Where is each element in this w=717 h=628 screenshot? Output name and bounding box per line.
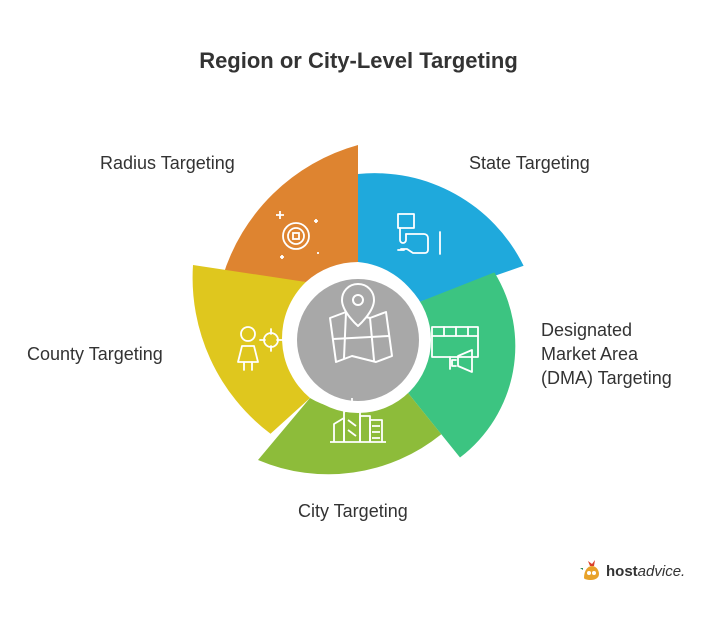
label-dma-line-1: Designated [541, 320, 633, 340]
segment-county [192, 265, 310, 434]
logo-bold: host [606, 562, 638, 580]
segment-dma [404, 272, 516, 458]
label-state-targeting: State Targeting [469, 153, 590, 173]
hostadvice-logo-icon [580, 560, 599, 580]
label-dma-line-2: Market Area [541, 344, 639, 364]
person-target-icon [237, 326, 283, 371]
city-buildings-icon [330, 398, 386, 443]
logo-rest: advice. [637, 562, 686, 580]
target-icon [276, 211, 319, 259]
segment-radius [222, 145, 358, 282]
map-pin-icon [329, 283, 393, 363]
label-dma-line-3: (DMA) Targeting [541, 368, 672, 388]
hand-pointer-icon [397, 213, 441, 255]
label-county-targeting: County Targeting [27, 344, 163, 364]
label-dma-targeting: Designated Market Area (DMA) Targeting [541, 318, 672, 390]
diagram-title: Region or City-Level Targeting [199, 48, 518, 73]
hostadvice-logo-text: hostadvice. [606, 563, 685, 580]
label-city-targeting: City Targeting [298, 501, 408, 521]
hostadvice-logo: hostadvice. [580, 559, 685, 583]
billboard-megaphone-icon [431, 326, 479, 373]
center-circle [297, 279, 419, 401]
label-radius-targeting: Radius Targeting [100, 153, 235, 173]
